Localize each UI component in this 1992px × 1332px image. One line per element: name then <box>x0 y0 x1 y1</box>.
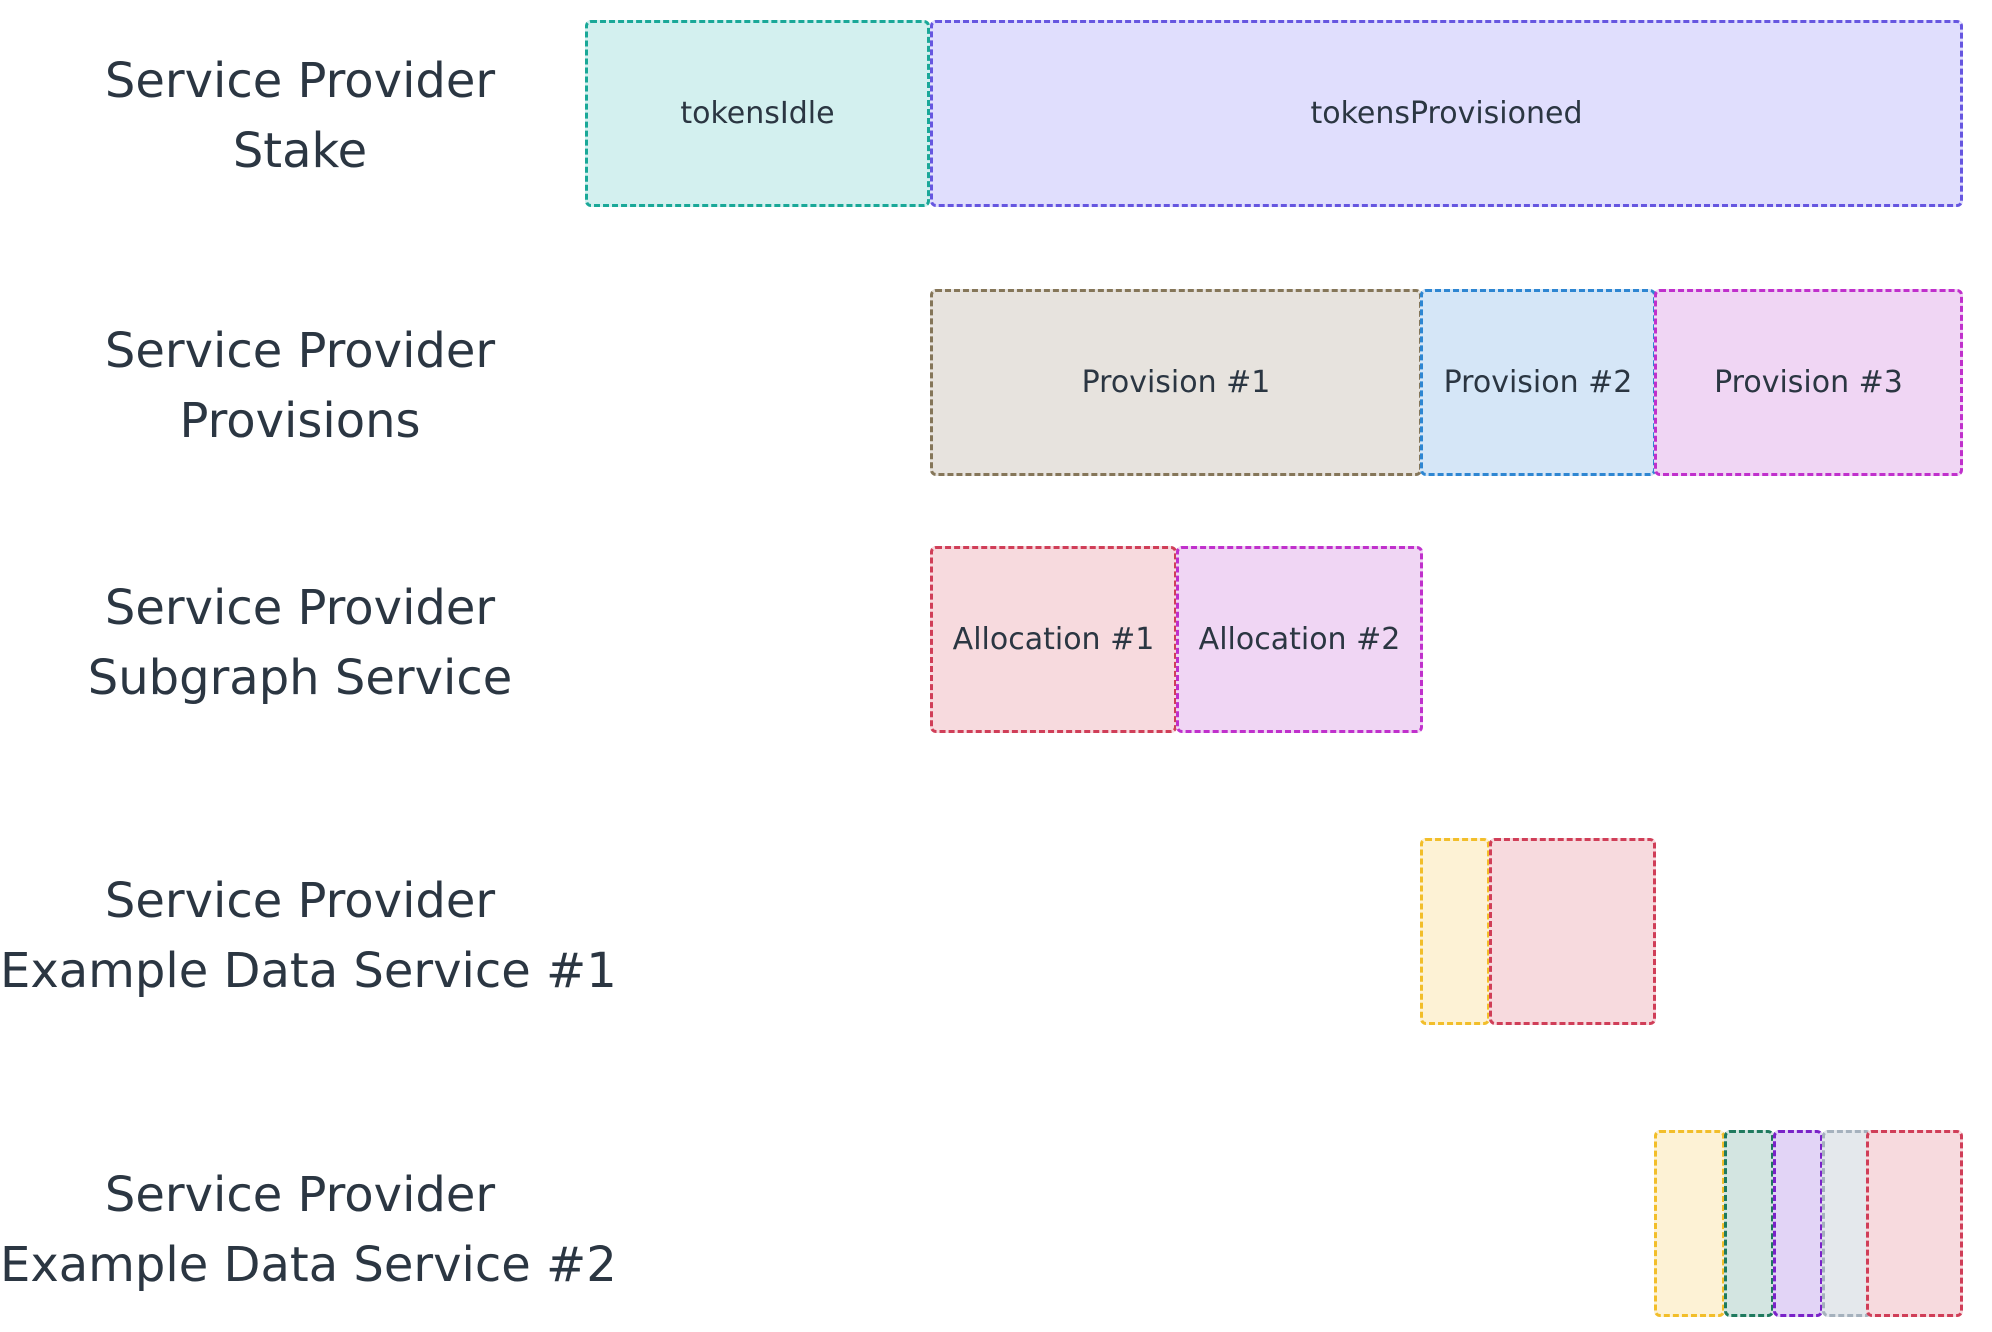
row-label-line: Stake <box>232 123 368 179</box>
block-allocation-1: Allocation #1 <box>930 546 1177 733</box>
block-tokens-provisioned: tokensProvisioned <box>930 20 1963 207</box>
row-label-line: Service Provider <box>104 1167 496 1223</box>
row-label-line: Service Provider <box>104 873 496 929</box>
row-label-line: Example Data Service #2 <box>0 1237 617 1293</box>
block-allocation-2: Allocation #2 <box>1176 546 1423 733</box>
row-label-line: Provisions <box>179 393 421 449</box>
row-label-line: Service Provider <box>104 53 496 109</box>
block-label: Provision #1 <box>1081 365 1271 400</box>
block-provision-1: Provision #1 <box>930 289 1422 476</box>
block-eds1-block-2 <box>1489 838 1656 1025</box>
row-label-line: Service Provider <box>104 580 496 636</box>
block-eds2-block-3 <box>1773 1130 1823 1317</box>
block-tokens-idle: tokensIdle <box>585 20 930 207</box>
row-label-line: Service Provider <box>104 323 496 379</box>
row-label-line: Example Data Service #1 <box>0 943 617 999</box>
block-provision-3: Provision #3 <box>1654 289 1963 476</box>
block-label: Provision #3 <box>1714 365 1903 400</box>
block-eds2-block-2 <box>1724 1130 1774 1317</box>
block-label: Allocation #2 <box>1198 622 1401 657</box>
block-label: tokensIdle <box>680 96 835 131</box>
block-eds2-block-1 <box>1654 1130 1725 1317</box>
block-eds2-block-5 <box>1866 1130 1963 1317</box>
block-eds2-block-4 <box>1822 1130 1872 1317</box>
row-label-line: Subgraph Service <box>87 650 513 706</box>
block-provision-2: Provision #2 <box>1420 289 1656 476</box>
block-eds1-block-1 <box>1420 838 1490 1025</box>
block-label: tokensProvisioned <box>1310 96 1583 131</box>
block-label: Provision #2 <box>1443 365 1633 400</box>
block-label: Allocation #1 <box>952 622 1155 657</box>
